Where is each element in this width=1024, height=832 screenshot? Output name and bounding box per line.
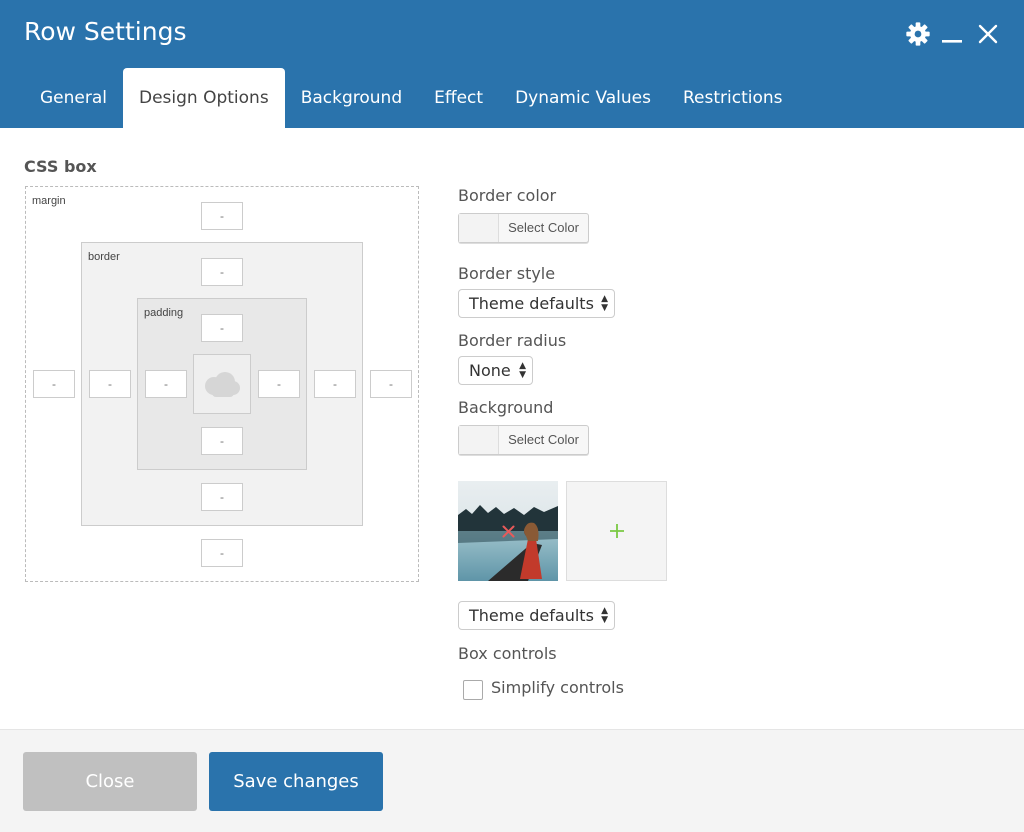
select-arrows-icon: ▲▼ — [601, 605, 608, 625]
save-changes-button[interactable]: Save changes — [209, 752, 383, 811]
tab-design-options[interactable]: Design Options — [123, 68, 285, 128]
tab-bar: General Design Options Background Effect… — [24, 68, 799, 128]
margin-top-input[interactable] — [201, 202, 243, 230]
close-button[interactable]: Close — [23, 752, 197, 811]
tab-background[interactable]: Background — [300, 88, 403, 108]
modal-title: Row Settings — [24, 17, 187, 46]
background-color-swatch — [459, 426, 499, 454]
background-label: Background — [458, 398, 554, 417]
border-color-swatch — [459, 214, 499, 242]
border-top-input[interactable] — [201, 258, 243, 286]
cloud-placeholder-icon — [205, 372, 240, 397]
content-box — [193, 354, 251, 414]
background-color-button[interactable]: Select Color — [458, 425, 589, 455]
box-controls-label: Box controls — [458, 644, 557, 663]
margin-right-input[interactable] — [370, 370, 412, 398]
simplify-controls-label[interactable]: Simplify controls — [491, 678, 624, 697]
border-color-button[interactable]: Select Color — [458, 213, 589, 243]
border-radius-value: None — [469, 361, 511, 380]
margin-left-input[interactable] — [33, 370, 75, 398]
padding-top-input[interactable] — [201, 314, 243, 342]
plus-icon — [609, 524, 624, 538]
simplify-controls-checkbox[interactable] — [463, 680, 483, 700]
border-bottom-input[interactable] — [201, 483, 243, 511]
background-style-select[interactable]: Theme defaults ▲▼ — [458, 601, 615, 630]
minimize-icon[interactable] — [940, 20, 964, 48]
remove-image-icon[interactable] — [502, 525, 515, 538]
margin-bottom-input[interactable] — [201, 539, 243, 567]
background-style-value: Theme defaults — [469, 606, 594, 625]
close-icon[interactable] — [976, 20, 1000, 48]
border-color-label: Border color — [458, 186, 557, 205]
css-box-title: CSS box — [24, 157, 97, 176]
border-left-input[interactable] — [89, 370, 131, 398]
border-style-value: Theme defaults — [469, 294, 594, 313]
padding-right-input[interactable] — [258, 370, 300, 398]
lake-photo-image — [458, 481, 558, 581]
border-label: border — [88, 251, 120, 263]
border-style-select[interactable]: Theme defaults ▲▼ — [458, 289, 615, 318]
border-radius-label: Border radius — [458, 331, 567, 350]
background-image-thumbnail[interactable] — [458, 481, 558, 581]
border-right-input[interactable] — [314, 370, 356, 398]
tab-dynamic-values[interactable]: Dynamic Values — [515, 88, 651, 108]
gear-icon[interactable] — [903, 20, 933, 48]
tab-general[interactable]: General — [40, 88, 107, 108]
tab-restrictions[interactable]: Restrictions — [682, 88, 783, 108]
tab-effect[interactable]: Effect — [434, 88, 484, 108]
border-style-label: Border style — [458, 264, 556, 283]
padding-left-input[interactable] — [145, 370, 187, 398]
border-radius-select[interactable]: None ▲▼ — [458, 356, 533, 385]
border-color-button-label: Select Color — [508, 220, 579, 235]
add-image-button[interactable] — [566, 481, 667, 581]
background-color-button-label: Select Color — [508, 432, 579, 447]
padding-bottom-input[interactable] — [201, 427, 243, 455]
modal-header: Row Settings General Design Options Back… — [0, 0, 1024, 128]
select-arrows-icon: ▲▼ — [601, 293, 608, 313]
select-arrows-icon: ▲▼ — [519, 360, 526, 380]
margin-label: margin — [32, 195, 66, 207]
padding-label: padding — [144, 307, 184, 319]
